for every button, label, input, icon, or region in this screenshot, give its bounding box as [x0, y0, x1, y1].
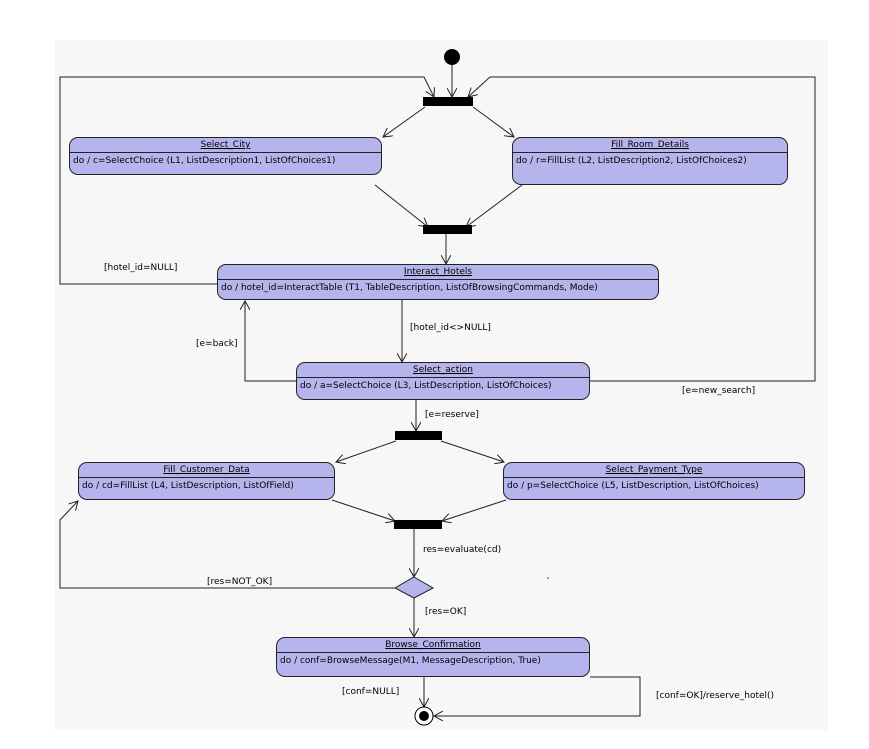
state-action: do / conf=BrowseMessage(M1, MessageDescr…	[280, 656, 541, 666]
transition-select-city-to-join1	[374, 184, 428, 227]
guard-res-ok: [res=OK]	[425, 607, 467, 617]
guard-hotel-not-null: [hotel_id<>NULL]	[410, 323, 491, 333]
join-bar-top	[423, 225, 472, 234]
state-name: Browse_Confirmation	[277, 638, 589, 653]
state-action: do / r=FillList (L2, ListDescription2, L…	[516, 156, 747, 166]
guard-res-not-ok: [res=NOT_OK]	[207, 577, 273, 587]
transition-fork2-to-fill-customer	[336, 440, 397, 462]
guard-reserve: [e=reserve]	[425, 410, 479, 420]
transition-confirmation-ok	[434, 676, 641, 716]
state-name: Fill_Customer_Data	[79, 463, 334, 478]
state-name: Select_City	[70, 138, 381, 153]
transition-decision-not-ok	[59, 501, 395, 589]
guard-hotel-null: [hotel_id=NULL]	[104, 263, 178, 273]
state-interact-hotels: Interact_Hotels do / hotel_id=InteractTa…	[217, 264, 659, 300]
decision-node	[393, 576, 435, 599]
state-select-payment-type: Select_Payment_Type do / p=SelectChoice …	[503, 462, 805, 500]
state-action: do / hotel_id=InteractTable (T1, TableDe…	[221, 283, 598, 293]
transition-select-action-new-search	[468, 76, 816, 382]
fork-bar-top	[423, 97, 473, 106]
transition-select-action-back	[245, 301, 296, 382]
join-bar-customer	[394, 520, 442, 529]
state-browse-confirmation: Browse_Confirmation do / conf=BrowseMess…	[276, 637, 590, 677]
state-name: Select_action	[297, 363, 589, 378]
guard-conf-null: [conf=NULL]	[342, 687, 400, 697]
final-node-inner	[419, 711, 429, 721]
state-name: Interact_Hotels	[218, 265, 658, 280]
guard-conf-ok: [conf=OK]/reserve_hotel()	[656, 691, 775, 701]
state-action: do / c=SelectChoice (L1, ListDescription…	[73, 156, 336, 166]
transition-fork2-to-payment	[440, 440, 504, 462]
state-action: do / a=SelectChoice (L3, ListDescription…	[300, 381, 552, 391]
state-fill-customer-data: Fill_Customer_Data do / cd=FillList (L4,…	[78, 462, 335, 500]
transition-fork1-to-fill-room	[472, 106, 514, 137]
state-action: do / cd=FillList (L4, ListDescription, L…	[82, 481, 294, 491]
state-name: Select_Payment_Type	[504, 463, 804, 478]
transition-fork1-to-select-city	[383, 106, 426, 137]
transition-fill-room-to-join1	[466, 184, 523, 227]
state-name: Fill_Room_Details	[513, 138, 787, 153]
guard-evaluate: res=evaluate(cd)	[423, 545, 502, 555]
state-action: do / p=SelectChoice (L5, ListDescription…	[507, 481, 759, 491]
transition-payment-to-join2	[442, 499, 507, 521]
guard-back: [e=back]	[196, 339, 238, 349]
state-fill-room-details: Fill_Room_Details do / r=FillList (L2, L…	[512, 137, 788, 185]
transition-fill-customer-to-join2	[331, 499, 395, 521]
guard-new-search: [e=new_search]	[682, 386, 756, 396]
state-select-action: Select_action do / a=SelectChoice (L3, L…	[296, 362, 590, 400]
transition-interact-null-loop	[59, 76, 434, 285]
state-select-city: Select_City do / c=SelectChoice (L1, Lis…	[69, 137, 382, 175]
stray-dot	[547, 577, 549, 579]
initial-node	[444, 49, 460, 65]
fork-bar-reserve	[395, 431, 442, 440]
